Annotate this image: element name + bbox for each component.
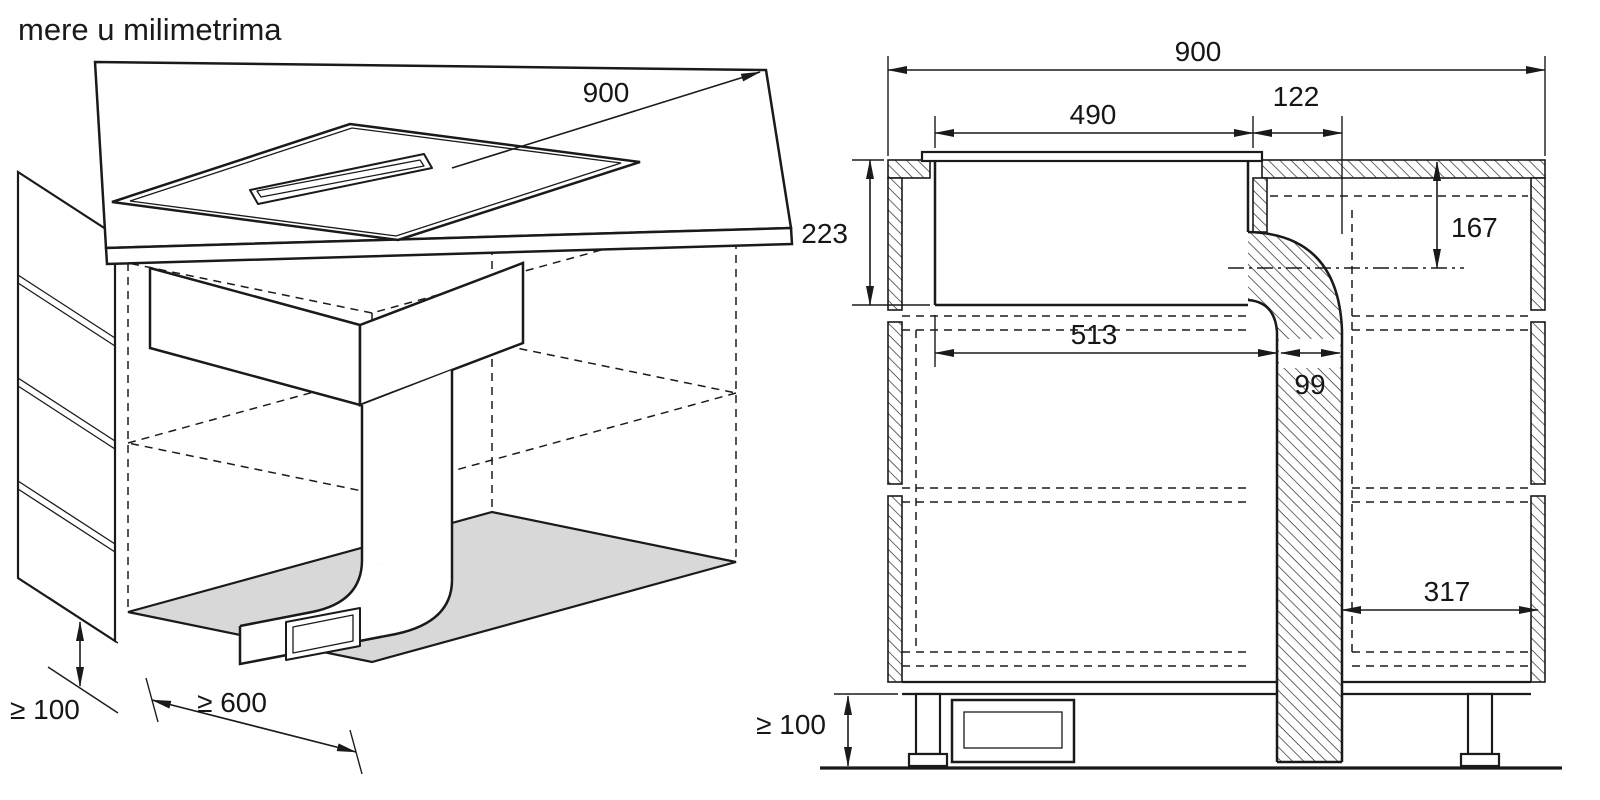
dim-duct-axis-drop-label: 167 <box>1451 212 1498 243</box>
section-dimensions: 900 490 122 223 167 513 99 <box>756 36 1546 767</box>
vent-slot <box>249 153 433 205</box>
dim-line-worktop-width <box>451 71 761 169</box>
dim-right-offset-label: 122 <box>1273 81 1320 112</box>
dim-plenum-width-label: 513 <box>1071 319 1118 350</box>
blower-box <box>950 698 1076 764</box>
dim-duct-width-label: 99 <box>1294 369 1325 400</box>
shelf-lines-dashed <box>902 195 1528 667</box>
dim-duct-to-side-label: 317 <box>1424 576 1471 607</box>
plenum <box>933 160 1250 307</box>
hob <box>111 122 641 242</box>
dim-cutout-width-label: 490 <box>1070 99 1117 130</box>
iso-view: 900 ≥ 100 ≥ 600 <box>10 60 794 775</box>
duct-vertical <box>360 370 454 580</box>
dim-plinth-clearance-label: ≥ 100 <box>10 694 80 725</box>
exhaust-duct <box>1247 230 1344 764</box>
cabinet-walls <box>887 159 1546 683</box>
dim-worktop-depth-label: ≥ 600 <box>197 687 267 718</box>
dim-appliance-depth-label: 223 <box>801 218 848 249</box>
drawing-title: mere u milimetrima <box>18 12 282 47</box>
iso-dimensions: 900 ≥ 100 ≥ 600 <box>10 71 761 775</box>
dim-floor-clearance-label: ≥ 100 <box>756 709 826 740</box>
dim-line-worktop-depth <box>151 699 357 753</box>
drawer-cabinet <box>16 169 117 644</box>
duct-outlet-inner <box>292 614 354 654</box>
cabinet-bottom <box>902 680 1531 696</box>
duct-elbow-flat-channel <box>238 559 454 666</box>
section-view: 900 490 122 223 167 513 99 <box>756 36 1562 770</box>
duct-outlet <box>285 607 361 661</box>
hob-plate <box>920 150 1264 163</box>
dim-overall-width-label: 900 <box>1175 36 1222 67</box>
dim-worktop-width-label: 900 <box>583 77 630 108</box>
legs <box>907 692 1501 768</box>
plenum-box <box>148 261 525 407</box>
